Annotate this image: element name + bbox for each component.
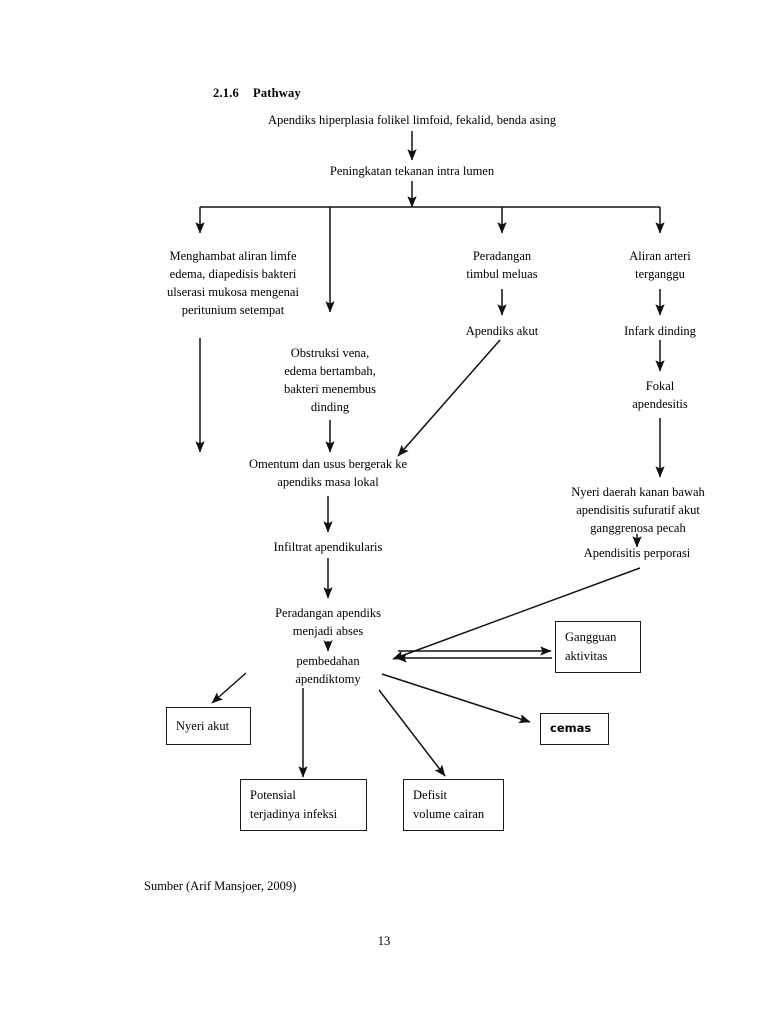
node-peradangan-timbul-meluas: Peradangan timbul meluas	[466, 249, 538, 282]
node-pembedahan-apendiktomy: pembedahan apendiktomy	[295, 654, 361, 687]
edge-n15-n18	[381, 673, 531, 724]
edge-n15-n20	[378, 689, 446, 777]
node-aliran-arteri-terganggu: Aliran arteri terganggu	[629, 249, 691, 282]
node-nyeri-daerah-kanan-bawah: Nyeri daerah kanan bawah apendisitis suf…	[571, 485, 705, 536]
box-nyeri-akut: Nyeri akut	[166, 707, 251, 745]
node-omentum-usus-bergerak: Omentum dan usus bergerak ke apendiks ma…	[248, 457, 408, 490]
node-peradangan-apendiks-abses: Peradangan apendiks menjadi abses	[275, 606, 381, 639]
source-note: Sumber (Arif Mansjoer, 2009)	[144, 879, 297, 893]
node-menghambat-aliran-limfe: Menghambat aliran limfe edema, diapedisi…	[167, 249, 299, 318]
node-apendiks-hiperplasia: Apendiks hiperplasia folikel limfoid, fe…	[267, 113, 557, 127]
section-number: 2.1.6	[213, 86, 239, 100]
edge-n15-n17	[211, 672, 247, 704]
node-apendiks-akut: Apendiks akut	[465, 324, 539, 338]
node-infiltrat-apendikularis: Infiltrat apendikularis	[273, 540, 383, 554]
page-number: 13	[377, 934, 391, 948]
box-defisit-volume-cairan: Defisit volume cairan	[403, 779, 504, 831]
node-obstruksi-vena: Obstruksi vena, edema bertambah, bakteri…	[284, 346, 376, 415]
box-gangguan-aktivitas: Gangguan aktivitas	[555, 621, 641, 673]
section-heading: 2.1.6 Pathway	[213, 86, 301, 101]
node-infark-dinding: Infark dinding	[624, 324, 696, 338]
box-potensial-terjadinya-infeksi: Potensial terjadinya infeksi	[240, 779, 367, 831]
box-cemas: cemas	[540, 713, 609, 745]
section-title: Pathway	[253, 86, 301, 100]
edge-n7-n10	[397, 339, 501, 457]
node-peningkatan-tekanan: Peningkatan tekanan intra lumen	[329, 164, 495, 178]
node-fokal-apendesitis: Fokal apendesitis	[632, 379, 688, 412]
node-apendisitis-perporasi: Apendisitis perporasi	[583, 546, 691, 560]
